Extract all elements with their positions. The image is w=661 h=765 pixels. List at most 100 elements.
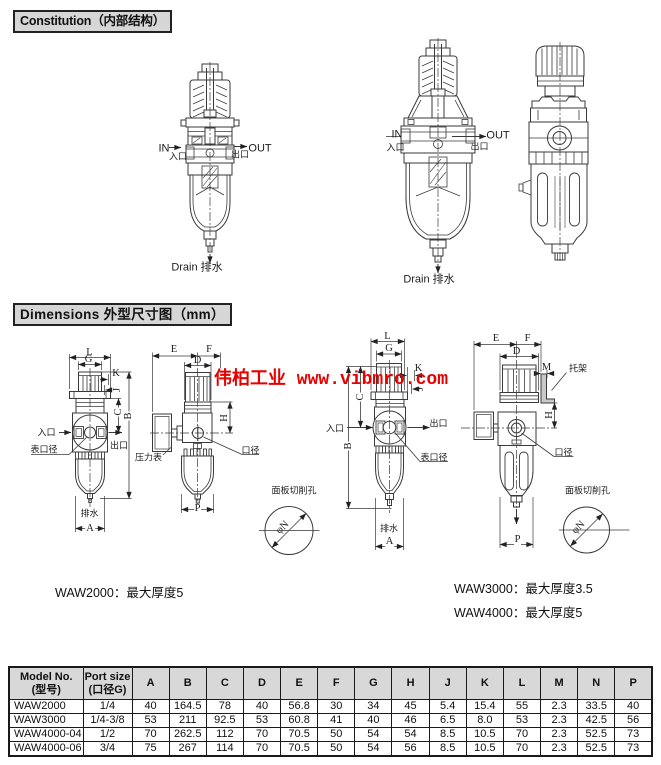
dim3-C-label: C bbox=[354, 392, 366, 402]
table-cell: WAW2000 bbox=[8, 699, 84, 714]
dim4-P-label: P bbox=[513, 534, 522, 545]
dim1-B-label: B bbox=[123, 411, 134, 421]
col-header-dim: F bbox=[317, 666, 356, 700]
table-cell: 70 bbox=[242, 727, 282, 742]
table-cell: 53 bbox=[242, 713, 282, 728]
dim2-pressure-gauge-label: 压力表 bbox=[134, 452, 163, 463]
table-cell: 2.3 bbox=[540, 699, 579, 714]
table-cell: 1/4-3/8 bbox=[82, 713, 133, 728]
table-cell: 8.0 bbox=[465, 713, 504, 728]
dim1-K-label: K bbox=[112, 367, 120, 379]
table-cell: 1/4 bbox=[82, 699, 133, 714]
table-cell: 3/4 bbox=[82, 741, 133, 757]
col-header-dim: M bbox=[540, 666, 579, 700]
dim4-D-label: D bbox=[512, 345, 521, 357]
table-cell: 56 bbox=[614, 713, 653, 728]
note-waw4000: WAW4000：最大厚度5 bbox=[454, 606, 583, 620]
unit1-in-label: IN bbox=[158, 142, 170, 155]
table-cell: 10.5 bbox=[465, 741, 504, 757]
table-cell: 15.4 bbox=[465, 699, 504, 714]
dim2-F-label: F bbox=[206, 344, 212, 355]
table-cell: 75 bbox=[131, 741, 170, 757]
table-cell: 40 bbox=[354, 713, 393, 728]
dim4-port-size-label: 口径 bbox=[554, 447, 573, 457]
table-cell: 267 bbox=[168, 741, 207, 757]
dim4-E-label: E bbox=[492, 332, 500, 344]
col-header-dim: C bbox=[205, 666, 244, 700]
table-cell: 45 bbox=[391, 699, 430, 714]
table-cell: 55 bbox=[502, 699, 542, 714]
table-cell: 56 bbox=[391, 741, 430, 757]
col-header-port: Port size(口径G) bbox=[82, 666, 133, 700]
unit1-drain-label: Drain 排水 bbox=[171, 261, 223, 273]
table-cell: 40 bbox=[614, 699, 653, 714]
table-cell: 70 bbox=[131, 727, 170, 742]
table-cell: 8.5 bbox=[428, 727, 467, 742]
table-cell: WAW4000-06 bbox=[8, 741, 84, 757]
dim3-A-label: A bbox=[384, 536, 395, 547]
table-cell: WAW4000-04 bbox=[8, 727, 84, 742]
table-cell: 34 bbox=[354, 699, 393, 714]
table-cell: 42.5 bbox=[577, 713, 616, 728]
dim1-outlet-label: 出口 bbox=[109, 440, 129, 450]
unit2-outlet-cn-label: 出口 bbox=[470, 141, 489, 152]
table-cell: 30 bbox=[317, 699, 356, 714]
table-cell: 1/2 bbox=[82, 727, 133, 742]
table-cell: 2.3 bbox=[540, 727, 579, 742]
constitution-unit3 bbox=[518, 42, 589, 262]
dim1-J-label: J bbox=[111, 387, 123, 393]
dimensions-section-header: Dimensions 外型尺寸图（mm） bbox=[13, 303, 232, 326]
dim2-H-label: H bbox=[218, 414, 230, 422]
unit2-in-label: IN bbox=[391, 128, 403, 140]
col-header-dim: H bbox=[391, 666, 430, 700]
panel-cutout-left-title: 面板切削孔 bbox=[271, 485, 317, 495]
dim3-outlet-label: 出口 bbox=[429, 418, 448, 428]
col-header-dim: A bbox=[131, 666, 170, 700]
dim3-gauge-port-label: 表口径 bbox=[420, 452, 448, 462]
dim4-M-label: M bbox=[541, 361, 552, 373]
table-cell: 50 bbox=[317, 727, 356, 742]
dim1-gauge-port-label: 表口径 bbox=[30, 444, 58, 454]
dim2-E-label: E bbox=[170, 344, 178, 355]
unit2-inlet-cn-label: 入口 bbox=[386, 142, 405, 153]
panel-cutout-left bbox=[259, 506, 320, 555]
note-waw2000: WAW2000：最大厚度5 bbox=[55, 586, 184, 600]
table-cell: 52.5 bbox=[577, 741, 616, 757]
table-cell: 164.5 bbox=[168, 699, 207, 714]
dim3-K-label: K bbox=[414, 362, 423, 374]
dimensions-front-small bbox=[31, 354, 132, 532]
col-header-dim: E bbox=[280, 666, 319, 700]
dim3-L-label: L bbox=[384, 331, 391, 342]
col-header-dim: L bbox=[502, 666, 542, 700]
dim1-inlet-label: 入口 bbox=[37, 427, 56, 437]
table-cell: 60.8 bbox=[280, 713, 319, 728]
table-cell: 40 bbox=[242, 699, 282, 714]
table-cell: 73 bbox=[614, 727, 653, 742]
table-cell: 40 bbox=[131, 699, 170, 714]
dim4-bracket-label: 托架 bbox=[568, 363, 588, 373]
col-header-dim: G bbox=[354, 666, 393, 700]
dimensions-side-large bbox=[461, 341, 574, 548]
table-cell: 70.5 bbox=[280, 727, 319, 742]
col-header-dim: D bbox=[242, 666, 282, 700]
table-cell: 54 bbox=[391, 727, 430, 742]
dim4-F-label: F bbox=[524, 332, 531, 344]
dimensions-front-large bbox=[345, 338, 448, 550]
constitution-unit1 bbox=[169, 62, 248, 264]
dim4-H-label: H bbox=[543, 410, 555, 419]
table-cell: 70 bbox=[502, 727, 542, 742]
unit1-outlet-cn-label: 出口 bbox=[230, 149, 250, 160]
note-waw3000: WAW3000：最大厚度3.5 bbox=[454, 582, 593, 596]
col-header-dim: P bbox=[614, 666, 653, 700]
table-cell: 73 bbox=[614, 741, 653, 757]
constitution-unit2 bbox=[386, 38, 487, 274]
table-cell: 46 bbox=[391, 713, 430, 728]
panel-cutout-right-title: 面板切削孔 bbox=[564, 485, 611, 496]
table-cell: 2.3 bbox=[540, 741, 579, 757]
table-cell: 70 bbox=[502, 741, 542, 757]
